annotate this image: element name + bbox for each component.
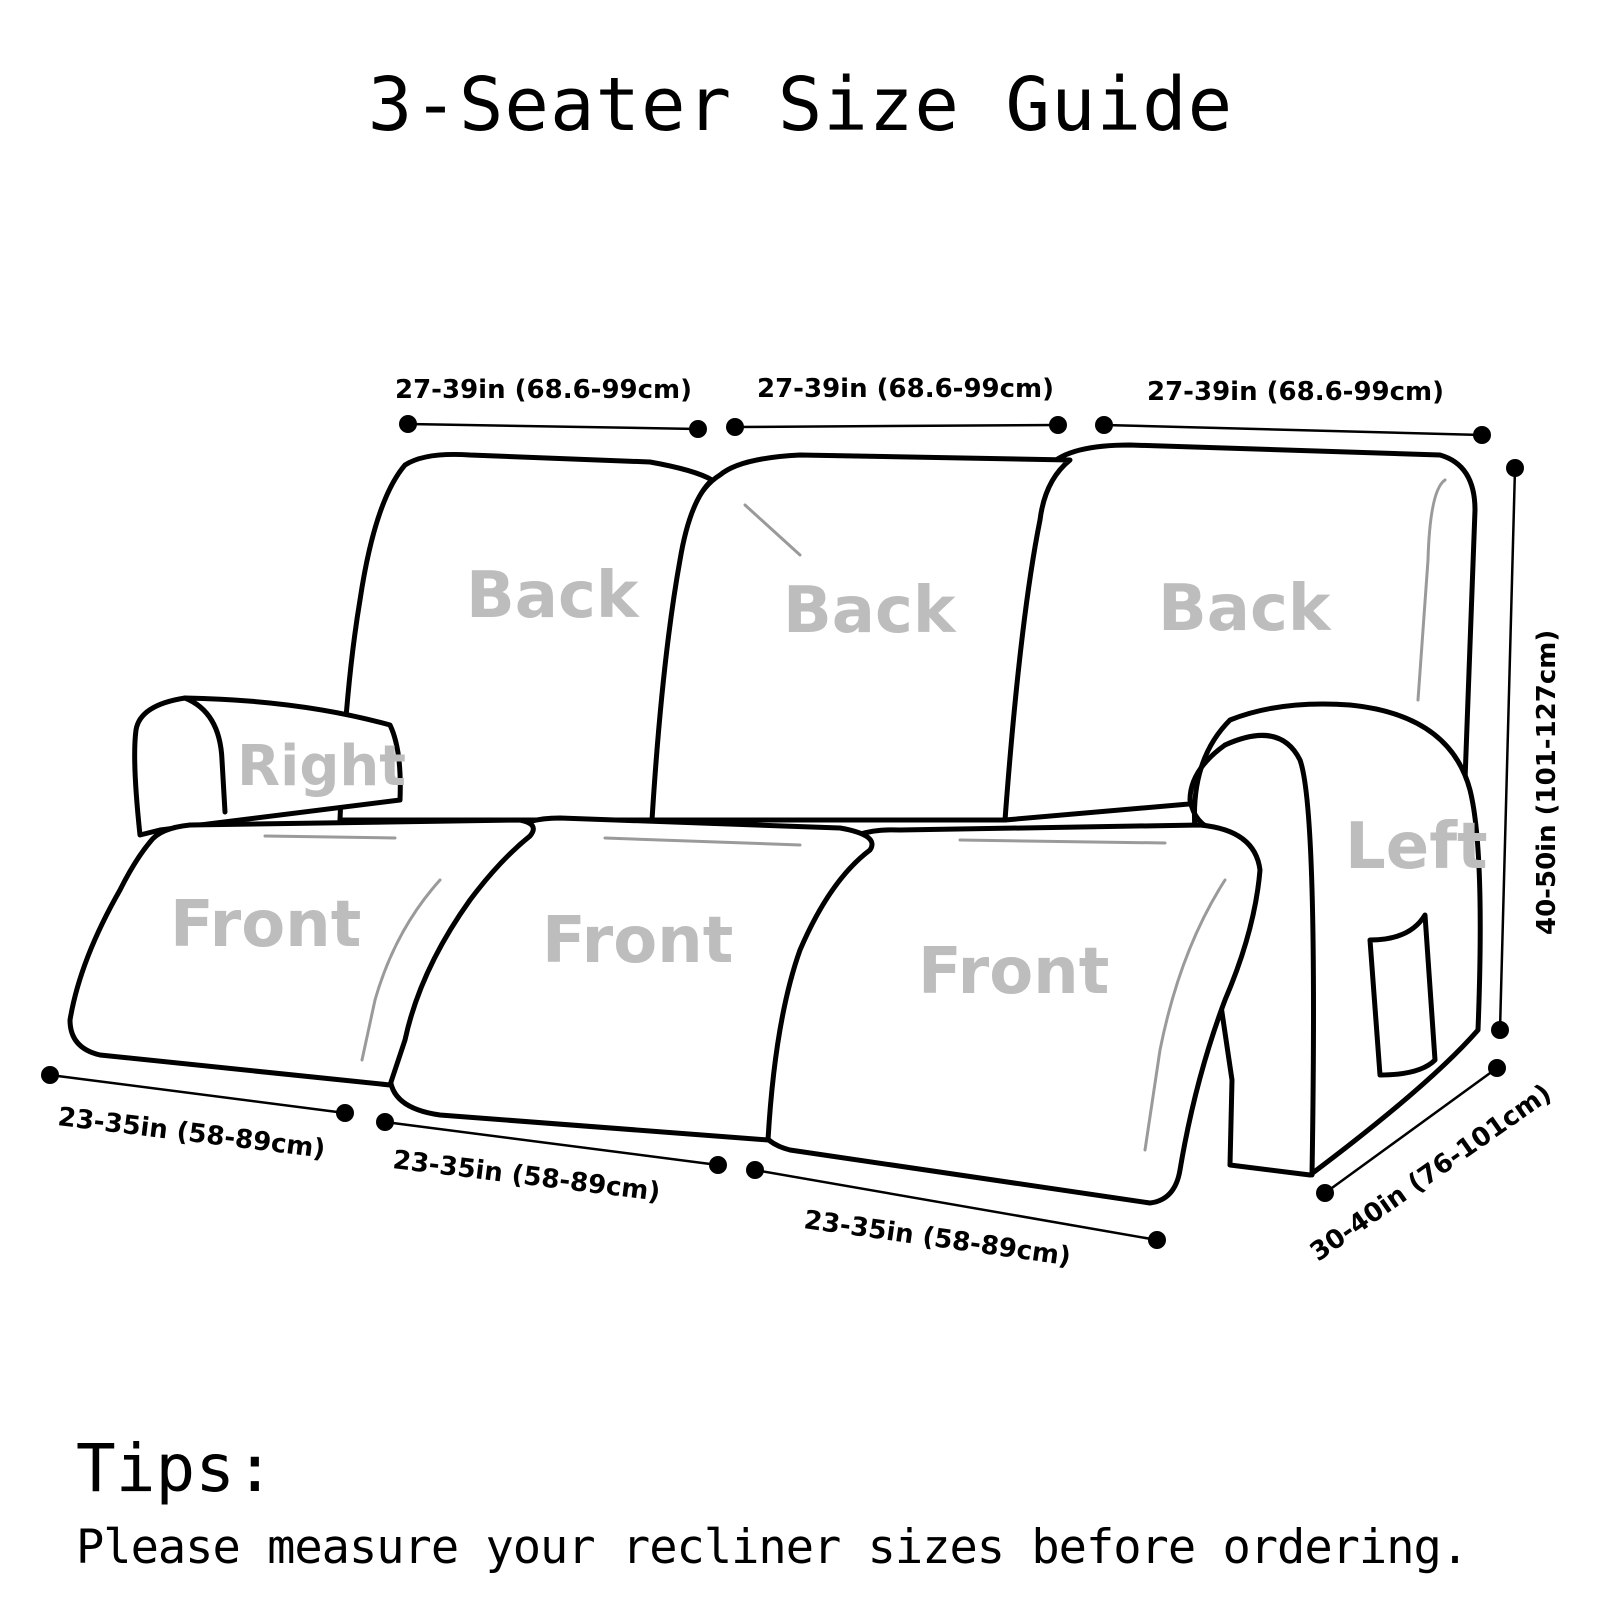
dimension-height: 40-50in (101-127cm) xyxy=(1491,459,1562,1039)
svg-text:23-35in (58-89cm): 23-35in (58-89cm) xyxy=(391,1145,662,1208)
dimension-back-2: 27-39in (68.6-99cm) xyxy=(726,374,1067,436)
svg-text:23-35in (58-89cm): 23-35in (58-89cm) xyxy=(802,1205,1073,1272)
right-arm-shape xyxy=(132,695,403,838)
back-cushion-left-shape xyxy=(337,451,715,823)
back-left-label: Back xyxy=(466,559,640,633)
right-arm-label: Right xyxy=(237,734,406,799)
sofa-illustration xyxy=(67,442,1483,1206)
svg-text:40-50in (101-127cm): 40-50in (101-127cm) xyxy=(1532,630,1562,935)
side-pocket-shape xyxy=(1367,912,1438,1078)
tips-heading: Tips: xyxy=(76,1430,275,1507)
dimension-back-1: 27-39in (68.6-99cm) xyxy=(395,375,707,438)
svg-text:23-35in (58-89cm): 23-35in (58-89cm) xyxy=(56,1102,327,1165)
back-middle-label: Back xyxy=(783,574,957,648)
svg-text:27-39in (68.6-99cm): 27-39in (68.6-99cm) xyxy=(395,375,692,405)
back-right-label: Back xyxy=(1158,572,1332,646)
front-middle-label: Front xyxy=(542,904,733,978)
left-arm-label: Left xyxy=(1345,810,1488,884)
front-left-label: Front xyxy=(170,888,361,962)
dimension-back-3: 27-39in (68.6-99cm) xyxy=(1095,377,1491,444)
svg-text:27-39in (68.6-99cm): 27-39in (68.6-99cm) xyxy=(757,374,1054,404)
page-title: 3-Seater Size Guide xyxy=(367,62,1234,148)
front-cushion-left-shape xyxy=(67,817,536,1088)
front-right-label: Front xyxy=(918,935,1109,1009)
dimension-front-1: 23-35in (58-89cm) xyxy=(41,1066,354,1165)
tips-text: Please measure your recliner sizes befor… xyxy=(76,1520,1469,1575)
svg-text:27-39in (68.6-99cm): 27-39in (68.6-99cm) xyxy=(1147,377,1444,407)
